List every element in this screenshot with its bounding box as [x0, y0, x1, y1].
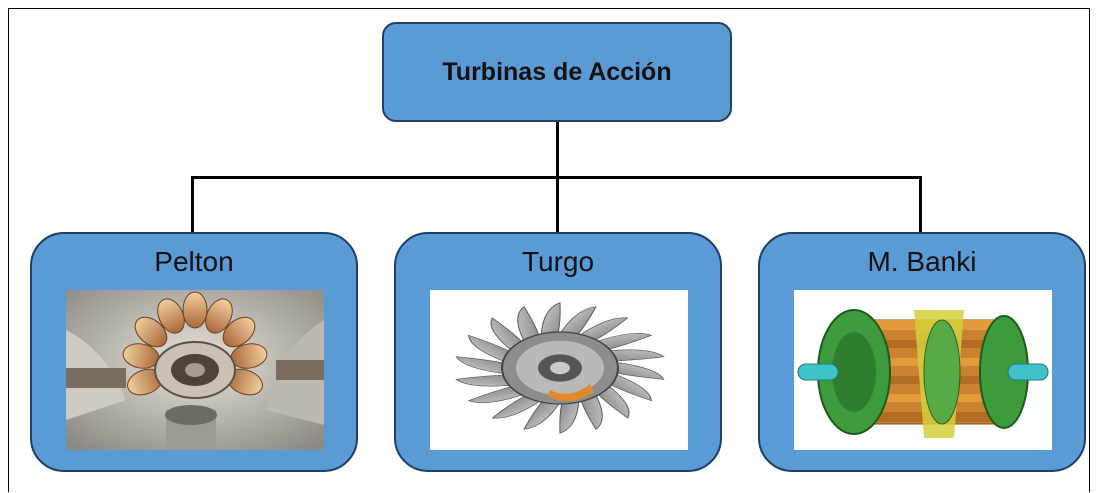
- node-banki: M. Banki: [758, 232, 1086, 472]
- root-node: Turbinas de Acción: [382, 22, 732, 122]
- root-title: Turbinas de Acción: [442, 57, 672, 86]
- node-label: Turgo: [521, 246, 595, 277]
- connector-pelton: [191, 176, 194, 233]
- node-pelton: Pelton: [30, 232, 358, 472]
- turgo-turbine-image: [430, 290, 688, 450]
- banki-turbine-image: [794, 290, 1052, 450]
- pelton-turbine-image: [66, 290, 324, 450]
- node-label: Pelton: [154, 246, 234, 277]
- connector-turgo: [556, 176, 559, 233]
- node-label: M. Banki: [867, 246, 977, 277]
- connector-root-down: [556, 122, 559, 177]
- node-turgo: Turgo: [394, 232, 722, 472]
- connector-banki: [919, 176, 922, 233]
